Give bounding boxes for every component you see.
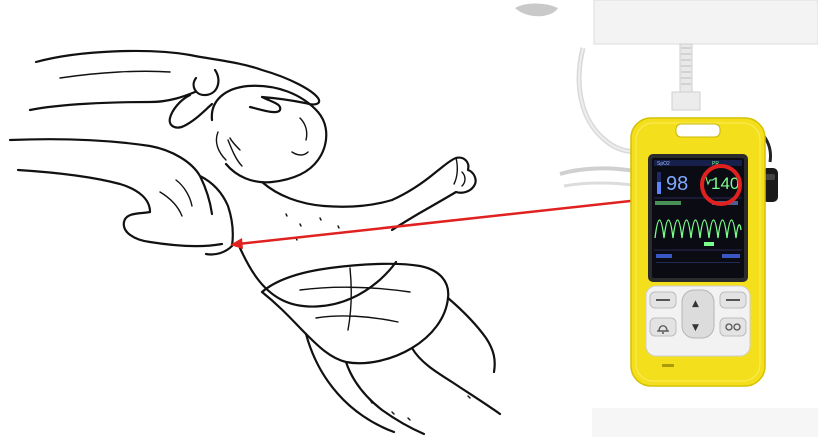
lower-hand	[10, 139, 233, 254]
alarm-key[interactable]	[650, 318, 676, 336]
up-arrow-icon: ▲	[692, 299, 699, 309]
svg-text:SpO2: SpO2	[657, 161, 670, 167]
down-arrow-icon: ▼	[692, 323, 699, 333]
nav-pad[interactable]: ▲ ▼	[682, 290, 714, 338]
power-key[interactable]	[720, 318, 746, 336]
spo2-reading: 98	[666, 173, 688, 195]
device-keypad: ▲ ▼	[646, 286, 750, 356]
right-soft-key[interactable]	[720, 292, 746, 308]
infant-legs	[306, 298, 500, 434]
infant-diaper	[262, 264, 448, 363]
left-soft-key[interactable]	[650, 292, 676, 308]
pulse-rate-reading: 140	[711, 174, 739, 193]
upper-hand	[30, 51, 319, 128]
